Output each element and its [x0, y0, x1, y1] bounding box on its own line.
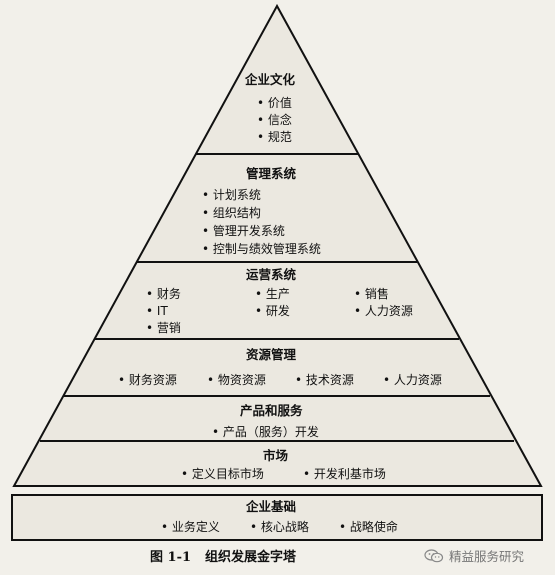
- list-item: 定义目标市场: [181, 467, 264, 481]
- list-item: 业务定义: [161, 520, 220, 534]
- list-item: 营销: [146, 321, 181, 335]
- list-item: 物资资源: [207, 373, 266, 387]
- layer-title-operations: 运营系统: [246, 267, 297, 282]
- list-item: 管理开发系统: [202, 224, 285, 238]
- list-item: 财务: [146, 287, 181, 301]
- layer-title-management: 管理系统: [246, 166, 297, 181]
- list-item: 核心战略: [250, 520, 309, 534]
- list-item: 人力资源: [354, 304, 413, 318]
- list-item: 战略使命: [339, 520, 398, 534]
- list-item: 控制与绩效管理系统: [202, 242, 321, 256]
- list-item: 人力资源: [383, 373, 442, 387]
- list-item: 研发: [255, 304, 290, 318]
- list-item: 信念: [257, 113, 292, 127]
- figure-caption: 图 1-1 组织发展金字塔: [150, 546, 296, 565]
- layer-title-products: 产品和服务: [240, 403, 303, 418]
- list-item: 产品（服务）开发: [212, 425, 319, 439]
- list-item: 生产: [255, 287, 290, 301]
- base-title: 企业基础: [246, 499, 297, 514]
- figure-number: 图 1-1: [150, 550, 192, 565]
- list-item: 财务资源: [118, 373, 177, 387]
- list-item: 规范: [257, 130, 292, 144]
- list-item: 开发利基市场: [303, 467, 386, 481]
- list-item: 销售: [354, 287, 389, 301]
- layer-title-resources: 资源管理: [246, 347, 297, 362]
- watermark: 精益服务研究: [424, 546, 524, 565]
- watermark-text: 精益服务研究: [449, 549, 525, 564]
- list-item: IT: [146, 304, 168, 318]
- figure-title: 组织发展金字塔: [205, 550, 297, 565]
- layer-title-culture: 企业文化: [245, 72, 296, 87]
- list-item: 计划系统: [202, 188, 261, 202]
- wechat-icon: [424, 548, 444, 562]
- list-item: 价值: [257, 96, 292, 110]
- list-item: 技术资源: [295, 373, 354, 387]
- list-item: 组织结构: [202, 206, 261, 220]
- layer-title-market: 市场: [263, 448, 289, 463]
